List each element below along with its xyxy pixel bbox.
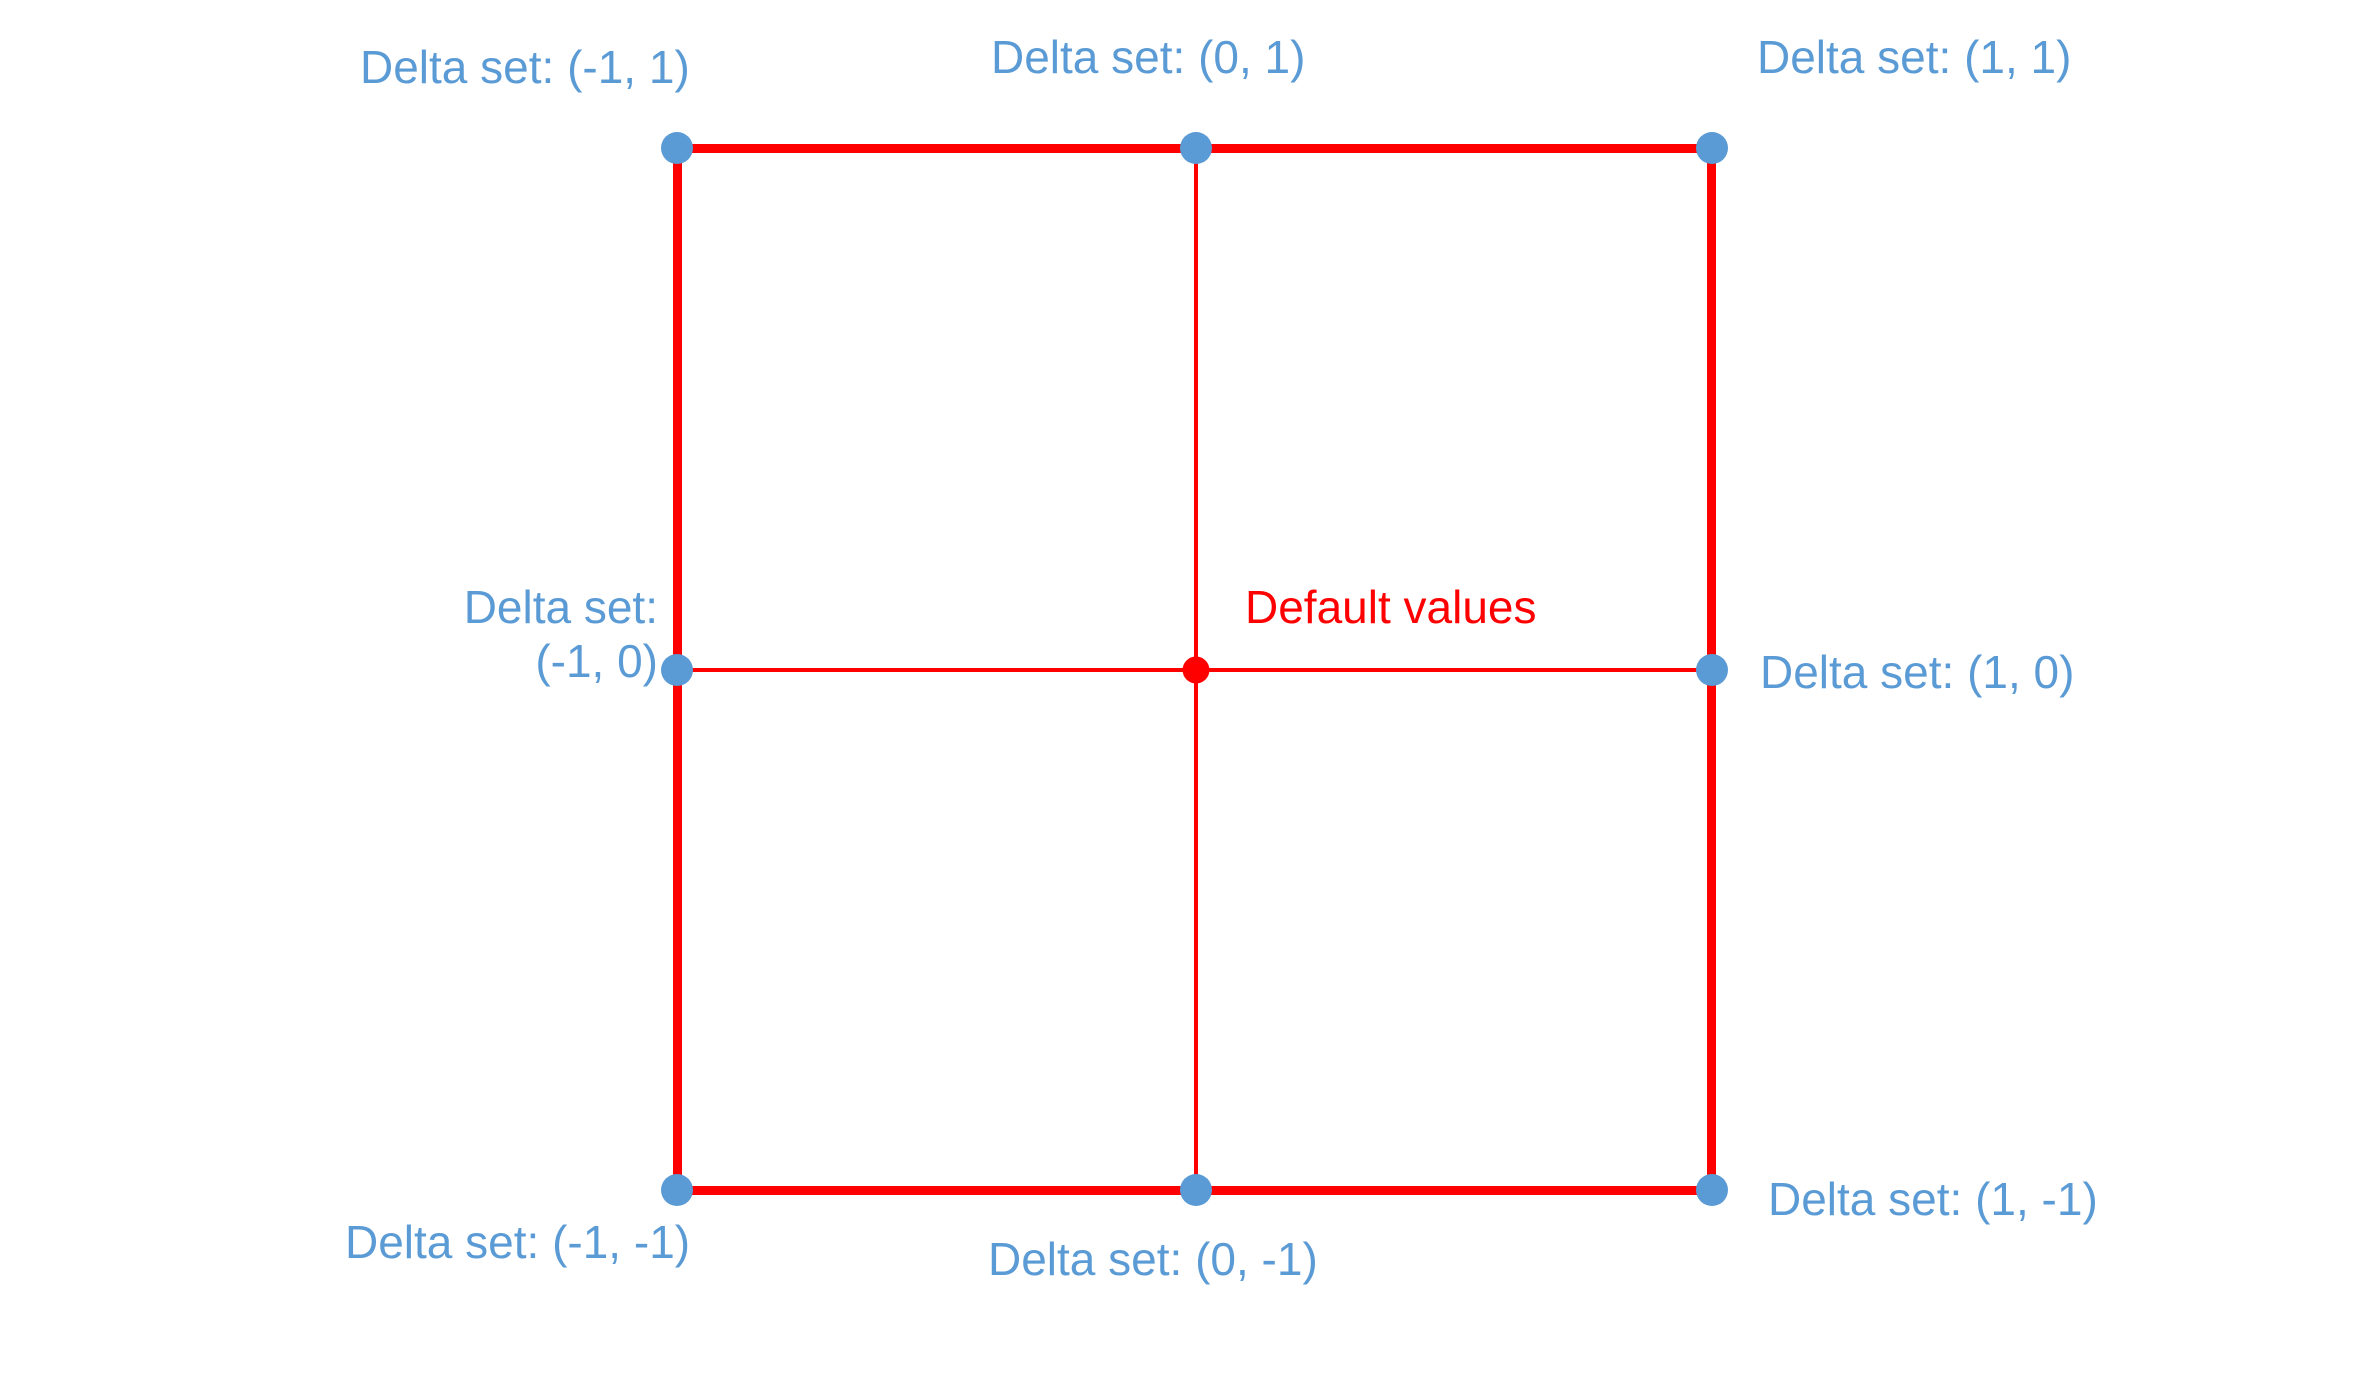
node-dot-top-right[interactable] [1696,132,1728,164]
label-middle-left-line1: Delta set: [463,581,658,633]
label-middle-left: Delta set: (-1, 0) [378,580,658,689]
label-top-center: Delta set: (0, 1) [991,31,1306,83]
label-middle-right: Delta set: (1, 0) [1760,646,2075,698]
label-bottom-center: Delta set: (0, -1) [988,1233,1318,1285]
node-dot-bottom-right[interactable] [1696,1174,1728,1206]
node-dot-center-default[interactable] [1182,656,1210,684]
node-dot-middle-left[interactable] [661,654,693,686]
label-bottom-right: Delta set: (1, -1) [1768,1173,2098,1225]
node-dot-top-left[interactable] [661,132,693,164]
node-dot-middle-right[interactable] [1696,654,1728,686]
label-middle-left-line2: (-1, 0) [535,635,658,688]
node-dot-bottom-left[interactable] [661,1174,693,1206]
label-center-default-values: Default values [1245,581,1537,633]
label-top-left: Delta set: (-1, 1) [360,41,690,93]
node-dot-top-center[interactable] [1180,132,1212,164]
node-dot-bottom-center[interactable] [1180,1174,1212,1206]
label-bottom-left: Delta set: (-1, -1) [345,1216,691,1268]
label-top-right: Delta set: (1, 1) [1757,31,2072,83]
